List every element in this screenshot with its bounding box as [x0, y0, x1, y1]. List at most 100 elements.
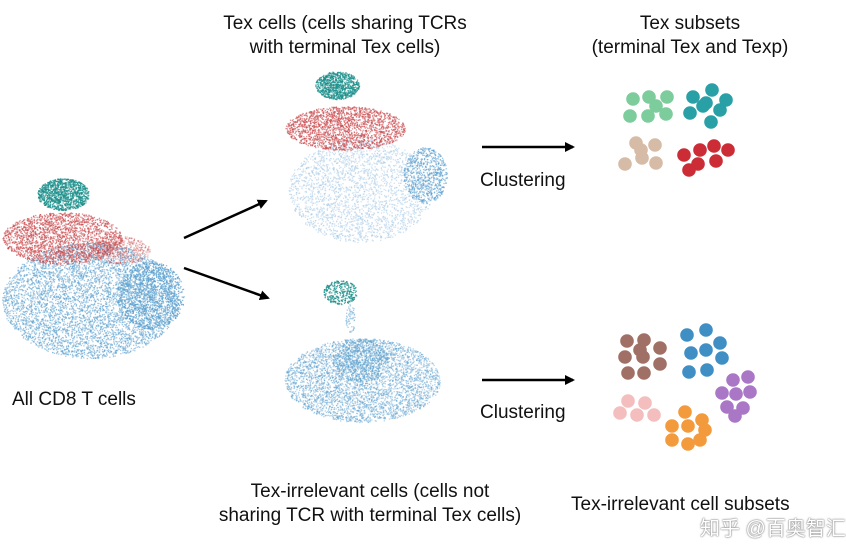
- umap-point: [35, 286, 37, 289]
- umap-point: [60, 301, 62, 303]
- umap-point: [85, 276, 87, 278]
- umap-point: [147, 262, 150, 264]
- umap-point: [50, 296, 52, 298]
- umap-point: [134, 290, 136, 292]
- umap-point: [37, 319, 39, 321]
- umap-point: [110, 259, 113, 262]
- umap-point: [6, 287, 9, 289]
- umap-point: [73, 309, 76, 311]
- umap-point: [22, 329, 24, 331]
- umap-point: [51, 294, 53, 296]
- umap-point: [23, 313, 26, 316]
- umap-point: [136, 255, 138, 257]
- umap-point: [118, 256, 120, 259]
- umap-point: [52, 326, 55, 328]
- umap-point: [42, 329, 45, 331]
- umap-point: [130, 335, 132, 337]
- umap-point: [124, 276, 127, 278]
- umap-point: [72, 268, 74, 270]
- umap-point: [38, 336, 40, 338]
- umap-point: [74, 298, 76, 301]
- umap-point: [38, 258, 40, 260]
- umap-point: [105, 276, 107, 278]
- umap-point: [91, 276, 94, 279]
- umap-point: [36, 290, 38, 293]
- umap-point: [122, 352, 124, 354]
- umap-point: [66, 347, 68, 350]
- umap-point: [125, 254, 127, 257]
- umap-point: [147, 331, 149, 333]
- umap-point: [91, 319, 93, 321]
- umap-point: [83, 345, 85, 347]
- umap-point: [75, 310, 77, 312]
- umap-point: [68, 300, 70, 303]
- umap-point: [118, 264, 120, 266]
- umap-point: [47, 268, 49, 270]
- umap-point: [160, 329, 162, 332]
- umap-point: [141, 335, 143, 337]
- umap-point: [86, 280, 88, 283]
- umap-point: [6, 283, 8, 286]
- umap-point: [87, 306, 90, 308]
- umap-point: [46, 311, 48, 314]
- umap-point: [65, 340, 67, 343]
- umap-point: [114, 321, 116, 323]
- umap-point: [49, 281, 51, 283]
- umap-point: [158, 330, 160, 332]
- umap-point: [76, 262, 78, 264]
- umap-point: [59, 344, 61, 346]
- umap-point: [24, 292, 26, 294]
- umap-point: [111, 299, 113, 301]
- umap-point: [22, 278, 24, 280]
- umap-point: [73, 328, 75, 330]
- umap-point: [45, 293, 47, 295]
- umap-point: [167, 326, 170, 328]
- umap-point: [110, 343, 112, 345]
- umap-point: [88, 262, 91, 264]
- umap-point: [56, 341, 58, 344]
- umap-point: [117, 263, 119, 265]
- umap-point: [9, 291, 11, 293]
- umap-point: [111, 280, 113, 282]
- umap-point: [82, 315, 85, 317]
- umap-point: [69, 342, 71, 344]
- umap-point: [95, 292, 97, 294]
- umap-point: [32, 273, 35, 275]
- umap-point: [65, 286, 67, 288]
- umap-point: [92, 296, 95, 298]
- umap-point: [93, 292, 95, 294]
- umap-point: [91, 285, 93, 288]
- umap-point: [157, 280, 159, 282]
- umap-point: [84, 268, 87, 270]
- umap-point: [127, 286, 130, 288]
- umap-point: [63, 286, 65, 289]
- umap-point: [101, 330, 103, 332]
- umap-point: [163, 302, 165, 304]
- umap-point: [150, 305, 152, 307]
- umap-point: [102, 304, 104, 307]
- umap-point: [52, 333, 54, 335]
- umap-point: [137, 279, 140, 281]
- umap-point: [121, 322, 123, 324]
- umap-point: [44, 333, 46, 335]
- umap-point: [90, 293, 92, 295]
- umap-point: [47, 250, 50, 252]
- umap-point: [24, 284, 26, 286]
- umap-point: [97, 316, 99, 318]
- umap-point: [78, 270, 80, 272]
- umap-point: [83, 250, 85, 252]
- umap-point: [106, 297, 108, 300]
- umap-point: [96, 280, 98, 282]
- umap-point: [90, 278, 92, 280]
- umap-point: [121, 338, 123, 340]
- umap-point: [62, 301, 64, 304]
- umap-point: [84, 326, 86, 328]
- umap-point: [14, 310, 16, 312]
- umap-point: [44, 324, 46, 326]
- umap-point: [80, 279, 82, 281]
- umap-point: [109, 249, 111, 251]
- umap-point: [49, 343, 51, 346]
- umap-point: [96, 276, 98, 278]
- umap-point: [112, 330, 114, 332]
- umap-point: [101, 315, 103, 317]
